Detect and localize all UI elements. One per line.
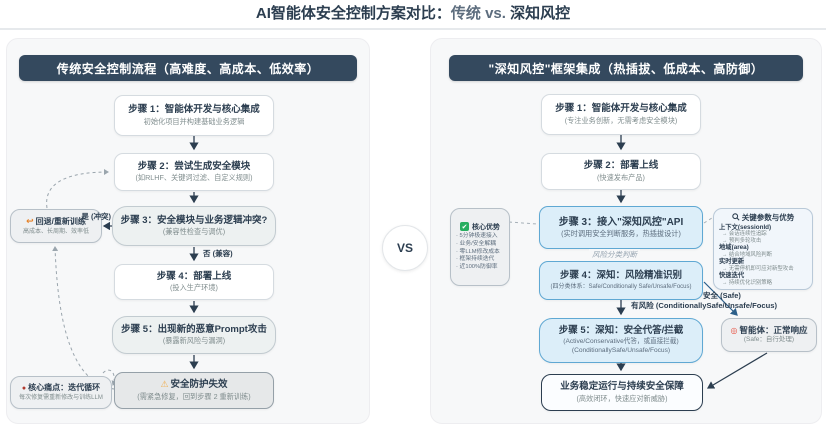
sz-step-4: 步骤 4：深知：风险精准识别 (四分类体系：Safe/Conditionally… [539,261,703,300]
advantage-item: 框架持续迭代 [456,256,495,264]
advantage-item: 零LLM修改成本 [456,249,500,257]
sz-step-5-subtitle: (Active/Conservative代答，或直接拦截) [563,337,679,345]
trad-step-3: 步骤 3：安全模块与业务逻辑冲突? (兼容性检查与调优) [112,206,276,246]
pain-icon: ● [21,385,27,393]
trad-step-1-title: 步骤 1：智能体开发与核心集成 [128,104,260,116]
edge-label-risky: 有风险 (ConditionallySafe/Unsafe/Focus) [631,301,777,310]
page-title: AI智能体安全控制方案对比：传统 vs. 深知风控 [0,0,826,27]
rollback-box: ↩回退/重新训练 高成本、长周期、效率低 [10,209,102,243]
trad-step-3-title: 步骤 3：安全模块与业务逻辑冲突? [120,214,268,226]
param-point: 结合地域风险判断 [722,252,772,258]
advantage-item: 近100%防御率 [456,264,498,272]
trad-step-4-subtitle: (投入生产环境) [170,283,218,293]
shenzhi-panel: "深知风控"框架集成（热插拔、低成本、高防御） 步骤 1：智能体开发与核心集成 … [430,38,822,424]
trad-step-3-subtitle: (兼容性检查与调优) [162,227,226,237]
pain-subtitle: 每次修复需重新修改与训练LLM [19,394,103,401]
title-prefix: AI智能体安全控制方案对比： [255,5,451,22]
trad-step-5: 步骤 5：出现新的恶意Prompt攻击 (暴露新风险与漏洞) [112,316,276,354]
advantage-item: 5分钟极速接入 [456,233,498,241]
sz-step-4-title: 步骤 4：深知：风险精准识别 [560,270,682,282]
sz-final-box: 业务稳定运行与持续安全保障 (高效闭环，快速应对新威胁) [541,374,703,411]
warning-icon: ⚠ [160,379,169,390]
sz-step-1: 步骤 1：智能体开发与核心集成 (专注业务创新，无需考虑安全模块) [541,94,701,135]
trad-fail-title: 安全防护失效 [170,379,228,391]
agent-title: 智能体：正常响应 [739,324,808,335]
traditional-panel-header: 传统安全控制流程（高难度、高成本、低效率） [19,55,357,81]
sz-step-3: 步骤 3：接入"深知风控"API (实时调用安全判断服务，热插拔设计) [539,206,703,249]
sz-step-5: 步骤 5：深知：安全代答/拦截 (Active/Conservative代答，或… [539,318,703,363]
trad-step-2-title: 步骤 2：尝试生成安全模块 [137,160,251,172]
traditional-panel: 传统安全控制流程（高难度、高成本、低效率） 步骤 1：智能体开发与核心集成 初始… [6,38,370,424]
edge-label-branch: 风险分类判断 [589,249,640,260]
sz-step-2-subtitle: (快速发布产品) [597,172,645,182]
trad-fail-subtitle: (需紧急修复，回到步骤 2 重新训练) [137,391,251,401]
edge-label-safe: 安全 (Safe) [703,291,741,300]
sz-step-1-subtitle: (专注业务创新，无需考虑安全模块) [564,115,678,125]
params-box: 关键参数与优势 上下文(sessionId) 会话连续性追踪 预判多轮攻击 地域… [713,208,813,290]
search-icon [732,213,740,221]
advantage-box: ✔核心优势 5分钟极速接入 业务/安全解耦 零LLM修改成本 框架持续迭代 近1… [450,208,510,286]
param-point: 无需停机即可应对新型攻击 [722,266,794,272]
agent-subtitle: (Safe：自行处理) [743,336,795,344]
sz-step-5-title: 步骤 5：深知：安全代答/拦截 [558,325,684,337]
pain-title: 核心痛点：迭代循环 [28,383,101,393]
rollback-subtitle: 高成本、长周期、效率低 [22,228,89,235]
sz-step-2-title: 步骤 2：部署上线 [583,160,659,172]
trad-step-4: 步骤 4：部署上线 (投入生产环境) [114,264,274,300]
vs-badge: VS [382,225,428,271]
advantage-title: 核心优势 [472,223,500,231]
sz-final-title: 业务稳定运行与持续安全保障 [560,381,684,393]
agent-response-box: ◎智能体：正常响应 (Safe：自行处理) [721,318,817,352]
params-title: 关键参数与优势 [741,212,795,222]
param-point: 会话连续性追踪 [722,231,767,237]
trad-step-2: 步骤 2：尝试生成安全模块 (如RLHF、关键词过滤、自定义规则) [114,153,274,191]
sz-step-3-title: 步骤 3：接入"深知风控"API [558,217,684,229]
sz-step-4-subtitle: (四分类体系：Safe/Conditionally Safe/Unsafe/Fo… [550,283,692,290]
edge-label-compatible: 否 (兼容) [203,249,233,258]
sz-step-2: 步骤 2：部署上线 (快速发布产品) [541,153,701,190]
sz-final-subtitle: (高效闭环，快速应对新威胁) [576,393,668,403]
trad-step-2-subtitle: (如RLHF、关键词过滤、自定义规则) [135,173,253,183]
sz-step-5-subtitle2: (ConditionallySafe/Unsafe/Focus) [571,346,671,354]
trad-step-5-subtitle: (暴露新风险与漏洞) [162,336,226,346]
title-divider [0,28,826,30]
edge-label-conflict: 是 (冲突) [81,212,111,221]
check-icon: ✔ [460,222,469,232]
param-name: 快速迭代 [719,272,745,280]
trad-step-1: 步骤 1：智能体开发与核心集成 初始化项目并构建基础业务逻辑 [114,95,274,136]
pain-point-box: ●核心痛点：迭代循环 每次修复需重新修改与训练LLM [10,376,112,409]
title-muted: 传统 vs. [450,5,511,22]
rollback-icon: ↩ [26,216,34,227]
sz-step-1-title: 步骤 1：智能体开发与核心集成 [555,103,687,115]
agent-icon: ◎ [730,325,738,335]
rollback-title: 回退/重新训练 [35,217,86,227]
param-name: 地域(area) [719,244,749,252]
param-name: 上下文(sessionId) [719,223,772,231]
advantage-item: 业务/安全解耦 [456,241,496,249]
trad-step-5-title: 步骤 5：出现新的恶意Prompt攻击 [121,323,267,335]
trad-step-4-title: 步骤 4：部署上线 [156,270,232,282]
shenzhi-panel-header: "深知风控"框架集成（热插拔、低成本、高防御） [449,55,803,81]
param-point: 预判多轮攻击 [722,238,761,244]
trad-fail-box: ⚠安全防护失效 (需紧急修复，回到步骤 2 重新训练) [114,372,274,409]
title-highlight: 深知风控 [510,5,571,22]
param-point: 持续优化识别策略 [722,280,772,286]
trad-step-1-subtitle: 初始化项目并构建基础业务逻辑 [143,116,245,126]
param-name: 实时更新 [719,258,745,266]
sz-step-3-subtitle: (实时调用安全判断服务，热插拔设计) [561,229,681,239]
